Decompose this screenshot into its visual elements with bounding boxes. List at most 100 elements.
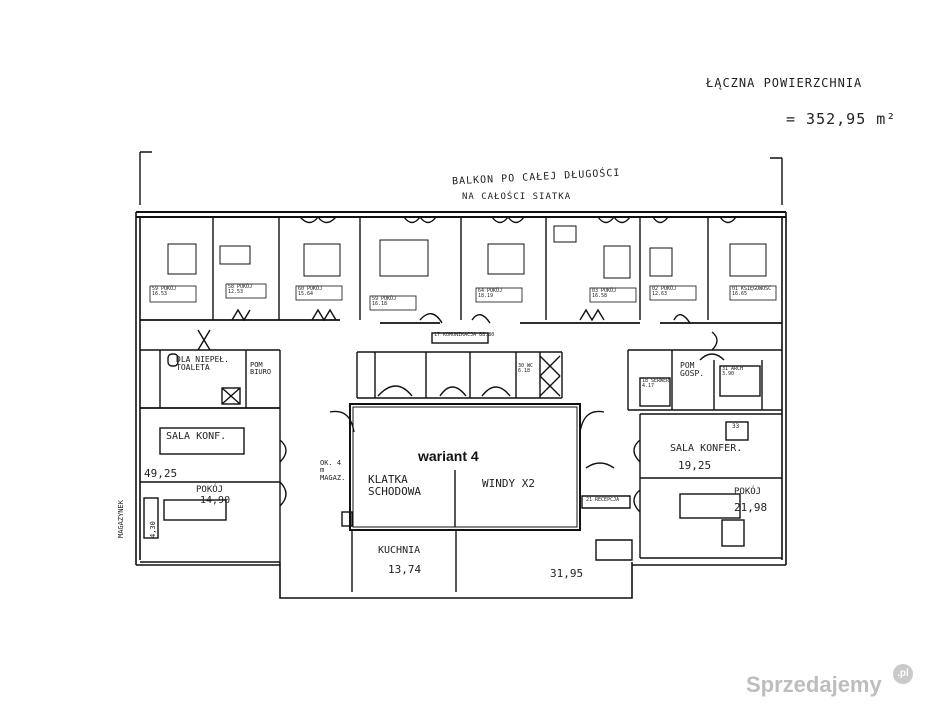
- magazyn-area: 4,30: [149, 521, 157, 538]
- windy-label: WINDY X2: [482, 477, 535, 490]
- conference-table-left: [159, 427, 245, 455]
- core-door-2: [439, 386, 467, 397]
- door-pokoj-right: [633, 489, 641, 513]
- reception-arc: [585, 462, 615, 469]
- total-area-label: ŁĄCZNA POWIERZCHNIA: [706, 76, 863, 90]
- variant-label: wariant 4: [418, 448, 479, 464]
- desk-room-7: [649, 247, 673, 277]
- outer-wall-top: [136, 211, 786, 218]
- pokoj-left-area: 14,90: [200, 495, 231, 506]
- server-box: [639, 377, 671, 407]
- desk-room-8: [729, 243, 767, 277]
- door-swing-03: [597, 216, 631, 224]
- door-swing-right: [711, 331, 718, 351]
- pom-gosp-label: POM GOSP.: [680, 361, 705, 379]
- total-area-value: = 352,95 m²: [786, 110, 897, 128]
- pokoj-right-label: POKÓJ: [734, 487, 762, 497]
- hall-area: 31,95: [550, 567, 584, 580]
- door-swing-59-lower: [419, 313, 443, 324]
- sala-tag-box: [725, 421, 749, 441]
- reception-tag: 21 RECEPCJA: [586, 497, 620, 503]
- core-door-1: [377, 385, 413, 397]
- outer-wall-left: [135, 212, 141, 565]
- door-pom-gosp: [699, 353, 725, 361]
- desk-room-2: [219, 245, 251, 265]
- door-swing-01: [719, 216, 737, 224]
- klatka-label: KLATKA SCHODOWA: [368, 473, 421, 498]
- door-zig-60: [311, 308, 337, 322]
- sala-tag: 33: [732, 423, 740, 430]
- door-sala-right: [633, 439, 641, 463]
- corridor-tag-box: [431, 332, 489, 344]
- kitchen-walls: [351, 530, 457, 592]
- core-corner-arcs: [329, 410, 605, 433]
- reception-desk: [595, 539, 633, 561]
- door-zig-58: [231, 308, 251, 322]
- pom-biuro-label: POM BIURO: [250, 361, 272, 377]
- cabinet-room-6: [553, 225, 577, 243]
- desk-room-4: [379, 239, 429, 277]
- desk-room-6: [603, 245, 631, 279]
- door-swing-left: [197, 329, 211, 351]
- door-pokoj-left: [279, 481, 287, 507]
- door-swing-64-lower: [471, 314, 491, 324]
- top-room-partitions: [212, 217, 709, 320]
- desk-room-1: [167, 243, 197, 275]
- archive-box: [719, 365, 761, 397]
- magazyn-box: [143, 497, 159, 539]
- magazyn-label: MAGAZYNEK: [117, 500, 125, 538]
- pokoj-left-label: POKÓJ: [196, 485, 224, 495]
- outer-wall-right: [781, 212, 787, 565]
- toilet-fixture: [221, 387, 241, 405]
- mag-small-label: OK. 4 m MAGAZ.: [320, 459, 346, 482]
- reception-tag-box: [581, 495, 631, 509]
- desk-room-3: [303, 243, 341, 277]
- balcony-note-line2: NA CAŁOŚCI SIATKA: [462, 192, 572, 202]
- desk-right: [679, 493, 741, 519]
- desk-left: [163, 499, 227, 521]
- top-rooms-bottom-wall: [140, 319, 782, 324]
- bottom-wall: [279, 562, 633, 599]
- sala-konf-right-label: SALA KONFER.: [670, 443, 743, 454]
- door-swing-60: [299, 216, 337, 224]
- core-shaft: [539, 355, 561, 397]
- stair-core: [349, 403, 581, 531]
- watermark-text: Sprzedajemy: [746, 672, 882, 697]
- desk-room-5: [487, 243, 525, 275]
- kuchnia-label: KUCHNIA: [378, 545, 421, 556]
- toilet-bowl: [167, 353, 179, 367]
- right-lower-block: [639, 413, 782, 559]
- kuchnia-area: 13,74: [388, 563, 422, 576]
- right-mid-block: [627, 349, 782, 411]
- pokoj-right-area: 21,98: [734, 501, 768, 514]
- watermark-badge: .pl: [893, 664, 913, 684]
- central-core: [356, 351, 563, 399]
- door-zig-03: [579, 308, 605, 322]
- left-lower-block: [140, 407, 281, 563]
- door-swing-02-lower: [673, 314, 691, 324]
- door-sala-left: [279, 439, 287, 463]
- sala-konf-left-area: 49,25: [144, 467, 178, 480]
- door-swing-02: [652, 216, 669, 224]
- toilet-label: DLA NIEPEŁ. TOALETA: [176, 355, 229, 373]
- sala-konf-left-label: SALA KONF.: [166, 431, 227, 442]
- balcony-outline: [139, 151, 783, 205]
- sala-konf-right-area: 19,25: [678, 459, 712, 472]
- chair-right: [721, 519, 745, 547]
- door-swing-59b: [403, 216, 437, 224]
- core-door-3: [481, 386, 511, 397]
- corridor-tag: 17 KOMUNIKACJA 88.80: [434, 332, 495, 338]
- door-swing-64: [491, 216, 525, 224]
